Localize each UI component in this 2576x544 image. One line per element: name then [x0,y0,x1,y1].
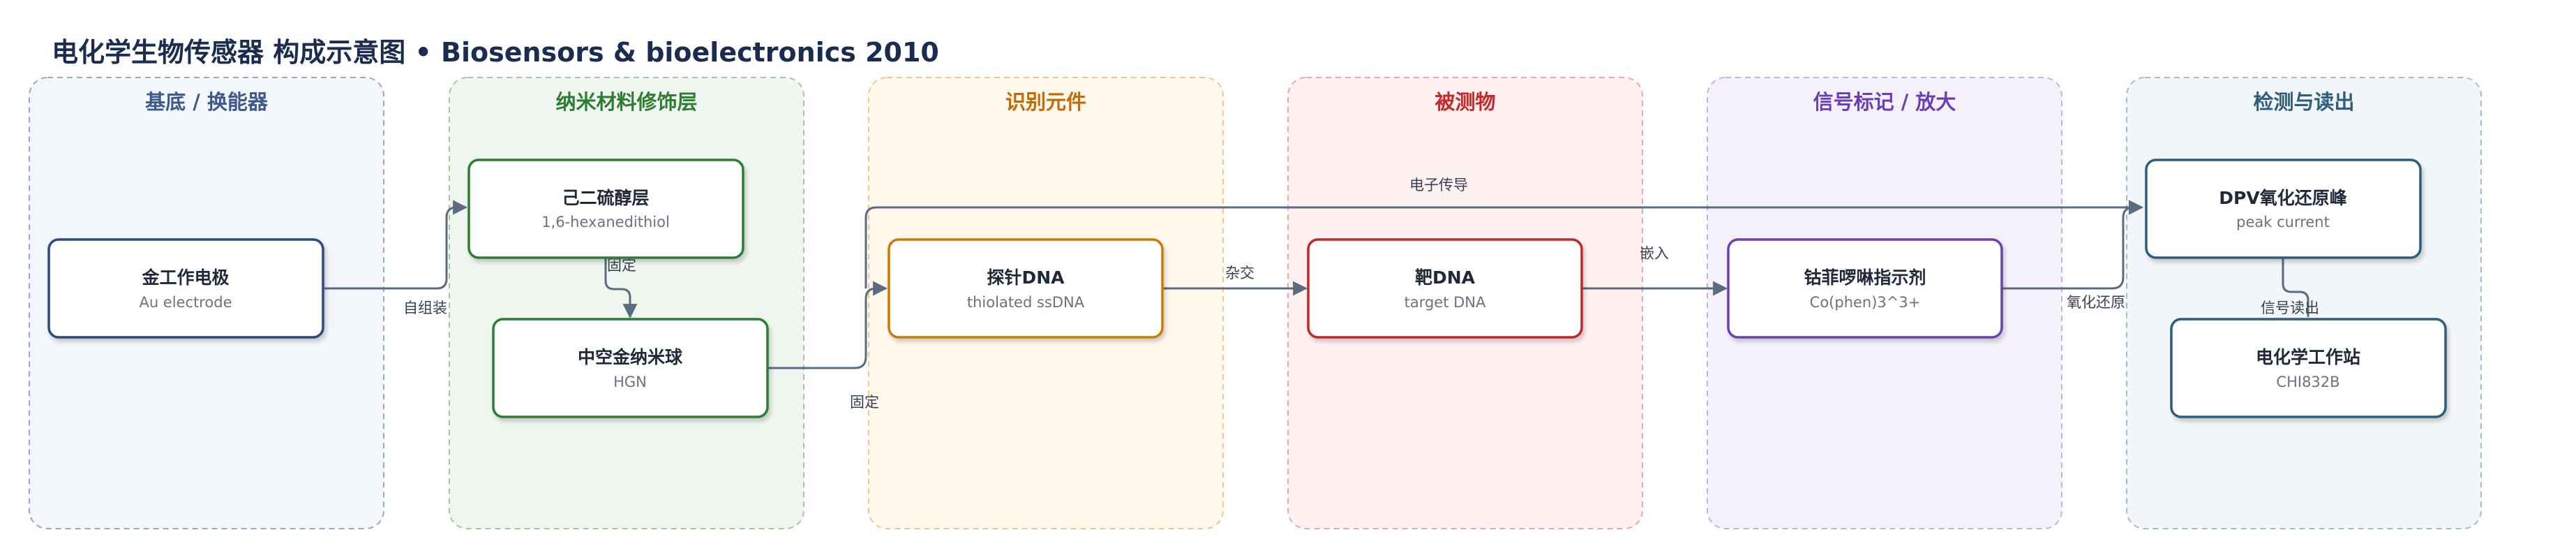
node-probe-dna[interactable] [888,238,1164,339]
edge-co-to-dpv-label: 氧化还原 [2067,294,2125,311]
node-au-electrode-title: 金工作电极 [141,267,229,288]
edge-hgn-to-probe [767,281,888,369]
node-chi-station[interactable] [2170,318,2447,418]
node-target-dna-title: 靶DNA [1415,267,1476,288]
node-hgn-sub: HGN [613,374,647,390]
edge-dpv-to-chi [2282,258,2309,317]
node-chi-station-box [2170,318,2447,418]
edge-electron-transfer [864,200,2144,288]
node-co-phen-title: 钴菲啰啉指示剂 [1804,267,1926,288]
node-dpv-peak-title: DPV氧化还原峰 [2219,188,2346,208]
lane-recognition-title: 识别元件 [1005,90,1086,114]
node-dpv-peak-sub: peak current [2236,214,2330,230]
edge-probe-to-target-label: 杂交 [1225,265,1255,281]
edge-co-to-dpv [2000,200,2144,290]
node-au-electrode-sub: Au electrode [139,294,232,311]
edge-target-to-co-label: 嵌入 [1640,245,1669,262]
lane-nano-title: 纳米材料修饰层 [555,90,697,114]
node-target-dna[interactable] [1307,238,1583,339]
lane-substrate-title: 基底 / 换能器 [145,90,269,114]
node-hexanedithiol[interactable] [467,159,744,259]
lane-signal-title: 信号标记 / 放大 [1813,90,1956,114]
node-hgn-title: 中空金纳米球 [578,347,683,367]
lane-nano: 纳米材料修饰层 [449,77,804,529]
edge-hgn-to-probe-label: 固定 [850,394,879,411]
edge-hdt-to-hgn [604,258,638,319]
node-dpv-peak[interactable] [2145,159,2422,259]
lane-nano-bg [449,77,804,529]
node-hexanedithiol-box [467,159,744,259]
node-hexanedithiol-title: 己二硫醇层 [562,188,649,208]
edge-dpv-to-chi-label: 信号读出 [2261,300,2319,316]
edge-electron-transfer-label: 电子传导 [1409,177,1468,193]
edge-hdt-to-hgn-label: 固定 [607,257,636,274]
node-co-phen-sub: Co(phen)3^3+ [1810,294,1921,311]
node-dpv-peak-box [2145,159,2422,259]
edges: 自组装 固定 固定 电子传导 杂交 嵌入 氧化还原 信号读出 [324,177,2319,411]
diagram-title: 电化学生物传感器 构成示意图 • Biosensors & bioelectro… [52,37,939,68]
node-probe-dna-sub: thiolated ssDNA [967,294,1085,311]
lane-readout-title: 检测与读出 [2253,90,2354,114]
node-au-electrode[interactable] [47,238,324,339]
node-au-electrode-box [47,238,324,339]
node-hexanedithiol-sub: 1,6-hexanedithiol [541,214,670,230]
node-probe-dna-title: 探针DNA [987,267,1065,288]
node-hgn[interactable] [492,318,769,418]
node-target-dna-sub: target DNA [1405,294,1486,311]
lane-analyte-title: 被测物 [1435,90,1495,114]
node-probe-dna-box [888,238,1164,339]
edge-au-to-hdt [324,200,468,290]
node-hgn-box [492,318,769,418]
node-co-phen[interactable] [1727,238,2003,339]
node-chi-station-sub: CHI832B [2276,374,2339,390]
node-target-dna-box [1307,238,1583,339]
edge-au-to-hdt-label: 自组装 [403,300,447,316]
node-chi-station-title: 电化学工作站 [2256,347,2360,367]
node-co-phen-box [1727,238,2003,339]
